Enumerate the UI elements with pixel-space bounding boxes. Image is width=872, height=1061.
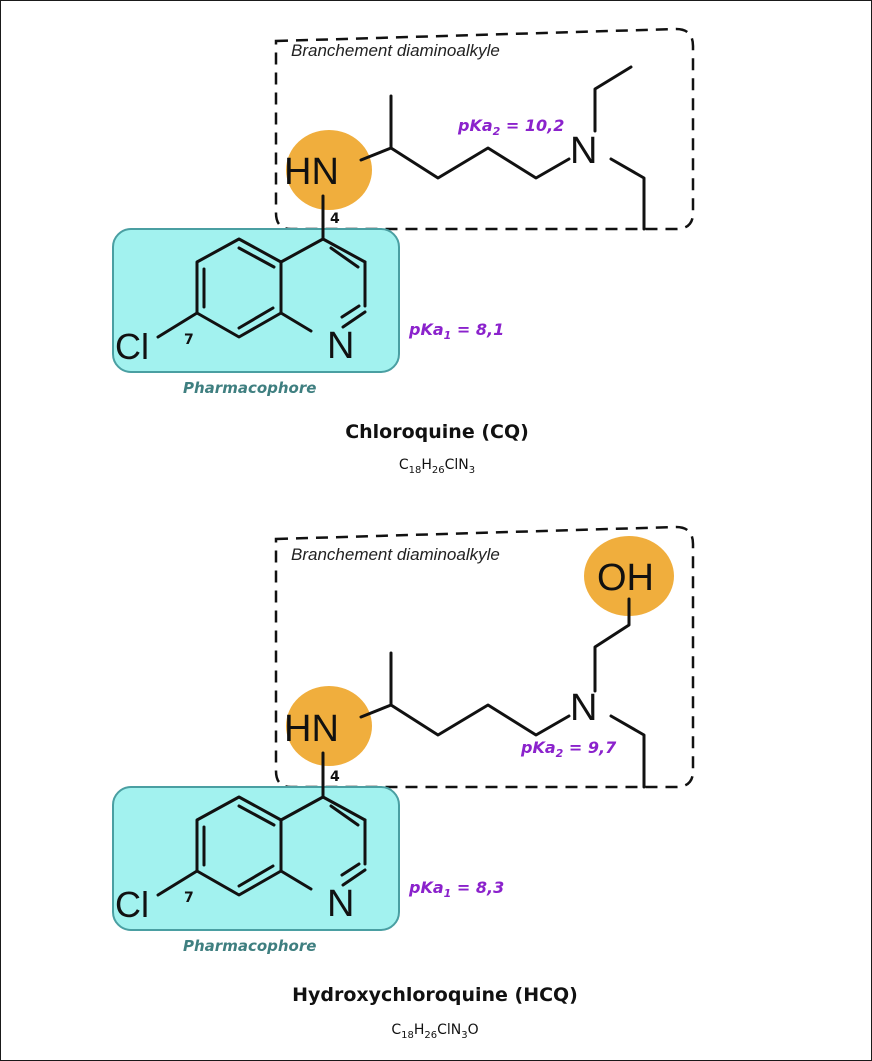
chlorine-atom: Cl xyxy=(115,884,149,925)
molecule-name: Chloroquine (CQ) xyxy=(345,421,529,443)
position-7-label: 7 xyxy=(184,332,194,348)
diaminoalkyl-region-box xyxy=(274,525,695,789)
quinoline-ring xyxy=(156,194,367,339)
tertiary-nitrogen: N xyxy=(570,687,597,729)
ring-nitrogen: N xyxy=(327,325,354,367)
position-7-label: 7 xyxy=(184,890,194,906)
molecular-formula: C18H26ClN3O xyxy=(391,1022,478,1041)
chlorine-atom: Cl xyxy=(115,326,149,367)
molecular-formula: C18H26ClN3 xyxy=(399,457,475,476)
diaminoalkyl-chain xyxy=(359,65,646,231)
pharmacophore-label: Pharmacophore xyxy=(183,937,316,955)
amine-highlight xyxy=(286,686,372,766)
pka1-label: pKa1 = 8,1 xyxy=(408,320,504,342)
pka1-label: pKa1 = 8,3 xyxy=(408,878,504,900)
pharmacophore-box xyxy=(112,786,400,931)
region-label: Branchement diaminoalkyle xyxy=(291,41,500,60)
molecule-name: Hydroxychloroquine (HCQ) xyxy=(292,984,578,1006)
hydroxychloroquine-structure: Branchement diaminoalkyle Pharmacophore … xyxy=(112,525,695,1041)
amine-nh: HN xyxy=(284,151,339,193)
quinoline-ring xyxy=(156,751,367,897)
region-label: Branchement diaminoalkyle xyxy=(291,545,500,564)
position-4-label: 4 xyxy=(330,211,340,227)
pka2-label: pKa2 = 10,2 xyxy=(457,116,564,138)
amine-nh: HN xyxy=(284,708,339,750)
position-4-label: 4 xyxy=(330,769,340,785)
ring-nitrogen: N xyxy=(327,883,354,925)
pharmacophore-box xyxy=(112,228,400,373)
diaminoalkyl-chain xyxy=(359,597,646,789)
hydroxyl-highlight xyxy=(584,536,674,616)
diaminoalkyl-region-box xyxy=(274,27,695,231)
amine-highlight xyxy=(286,130,372,210)
pka2-label: pKa2 = 9,7 xyxy=(520,738,617,760)
chloroquine-structure: Branchement diaminoalkyle Pharmacophore … xyxy=(112,27,695,476)
tertiary-nitrogen: N xyxy=(570,130,597,172)
pharmacophore-label: Pharmacophore xyxy=(183,379,316,397)
hydroxyl-oh: OH xyxy=(597,557,654,599)
